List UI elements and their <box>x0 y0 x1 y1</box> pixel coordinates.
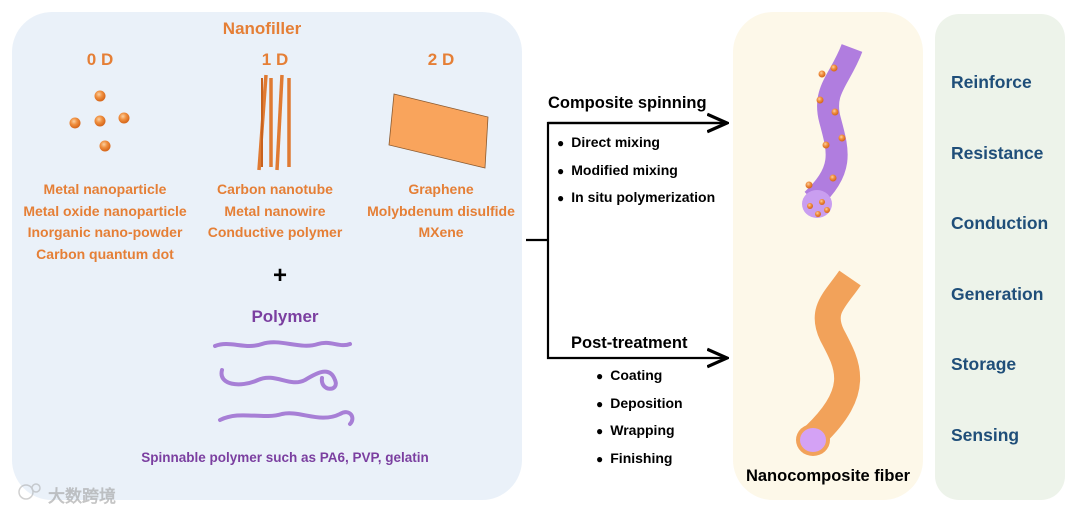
list-item: Metal oxide nanoparticle <box>23 202 187 219</box>
list-item: Metal nanoparticle <box>43 181 167 197</box>
list-item: Finishing <box>596 445 683 473</box>
list-item: Conductive polymer <box>207 224 343 240</box>
nanofiller-title: Nanofiller <box>222 19 302 38</box>
route-post-treatment-title: Post-treatment <box>571 334 688 352</box>
application-conduction: Conduction <box>951 213 1049 233</box>
fiber-label: Nanocomposite fiber <box>745 467 911 485</box>
list-item: Carbon quantum dot <box>36 245 174 262</box>
list-item: Carbon nanotube <box>217 181 333 197</box>
list-item: Direct mixing <box>557 129 715 157</box>
watermark-logo <box>18 483 41 500</box>
2d-list: Graphene Molybdenum disulfide MXene <box>356 179 526 244</box>
application-resistance: Resistance <box>951 143 1044 163</box>
1d-list: Carbon nanotube Metal nanowire Conductiv… <box>195 179 355 244</box>
application-storage: Storage <box>951 354 1017 374</box>
route-composite-spinning-title: Composite spinning <box>548 94 707 112</box>
list-item: Modified mixing <box>557 157 715 185</box>
watermark-text: 大数跨境 <box>48 487 116 506</box>
flow-arrows <box>526 123 727 358</box>
list-item: Graphene <box>408 181 474 197</box>
list-item: Coating <box>596 362 683 390</box>
graphene-sheet-icon <box>388 93 489 169</box>
list-item: Metal nanowire <box>224 202 326 219</box>
list-item: MXene <box>418 224 464 240</box>
list-item: Wrapping <box>596 417 683 445</box>
application-generation: Generation <box>951 284 1044 304</box>
0d-list: Metal nanoparticle Metal oxide nanoparti… <box>10 179 200 265</box>
1d-label: 1 D <box>261 50 289 69</box>
composite-spinning-list: Direct mixing Modified mixing In situ po… <box>557 129 715 212</box>
nanotube-icons <box>257 74 291 171</box>
polymer-title: Polymer <box>251 307 319 326</box>
application-sensing: Sensing <box>951 425 1020 445</box>
application-reinforce: Reinforce <box>951 72 1032 92</box>
coated-fiber-icon <box>796 270 861 456</box>
nanoparticle-icons <box>69 90 130 152</box>
list-item: Deposition <box>596 390 682 418</box>
post-treatment-list: Coating Deposition Wrapping Finishing <box>596 362 683 473</box>
filled-fiber-icon <box>802 43 863 218</box>
polymer-caption: Spinnable polymer such as PA6, PVP, gela… <box>141 450 429 465</box>
2d-label: 2 D <box>427 50 455 69</box>
list-item: Molybdenum disulfide <box>367 202 515 219</box>
plus-sign: + <box>272 262 287 289</box>
applications-panel <box>935 14 1065 500</box>
list-item: In situ polymerization <box>557 184 715 212</box>
0d-label: 0 D <box>86 50 114 69</box>
polymer-chain-icons <box>213 340 355 426</box>
list-item: Inorganic nano-powder <box>27 224 183 240</box>
